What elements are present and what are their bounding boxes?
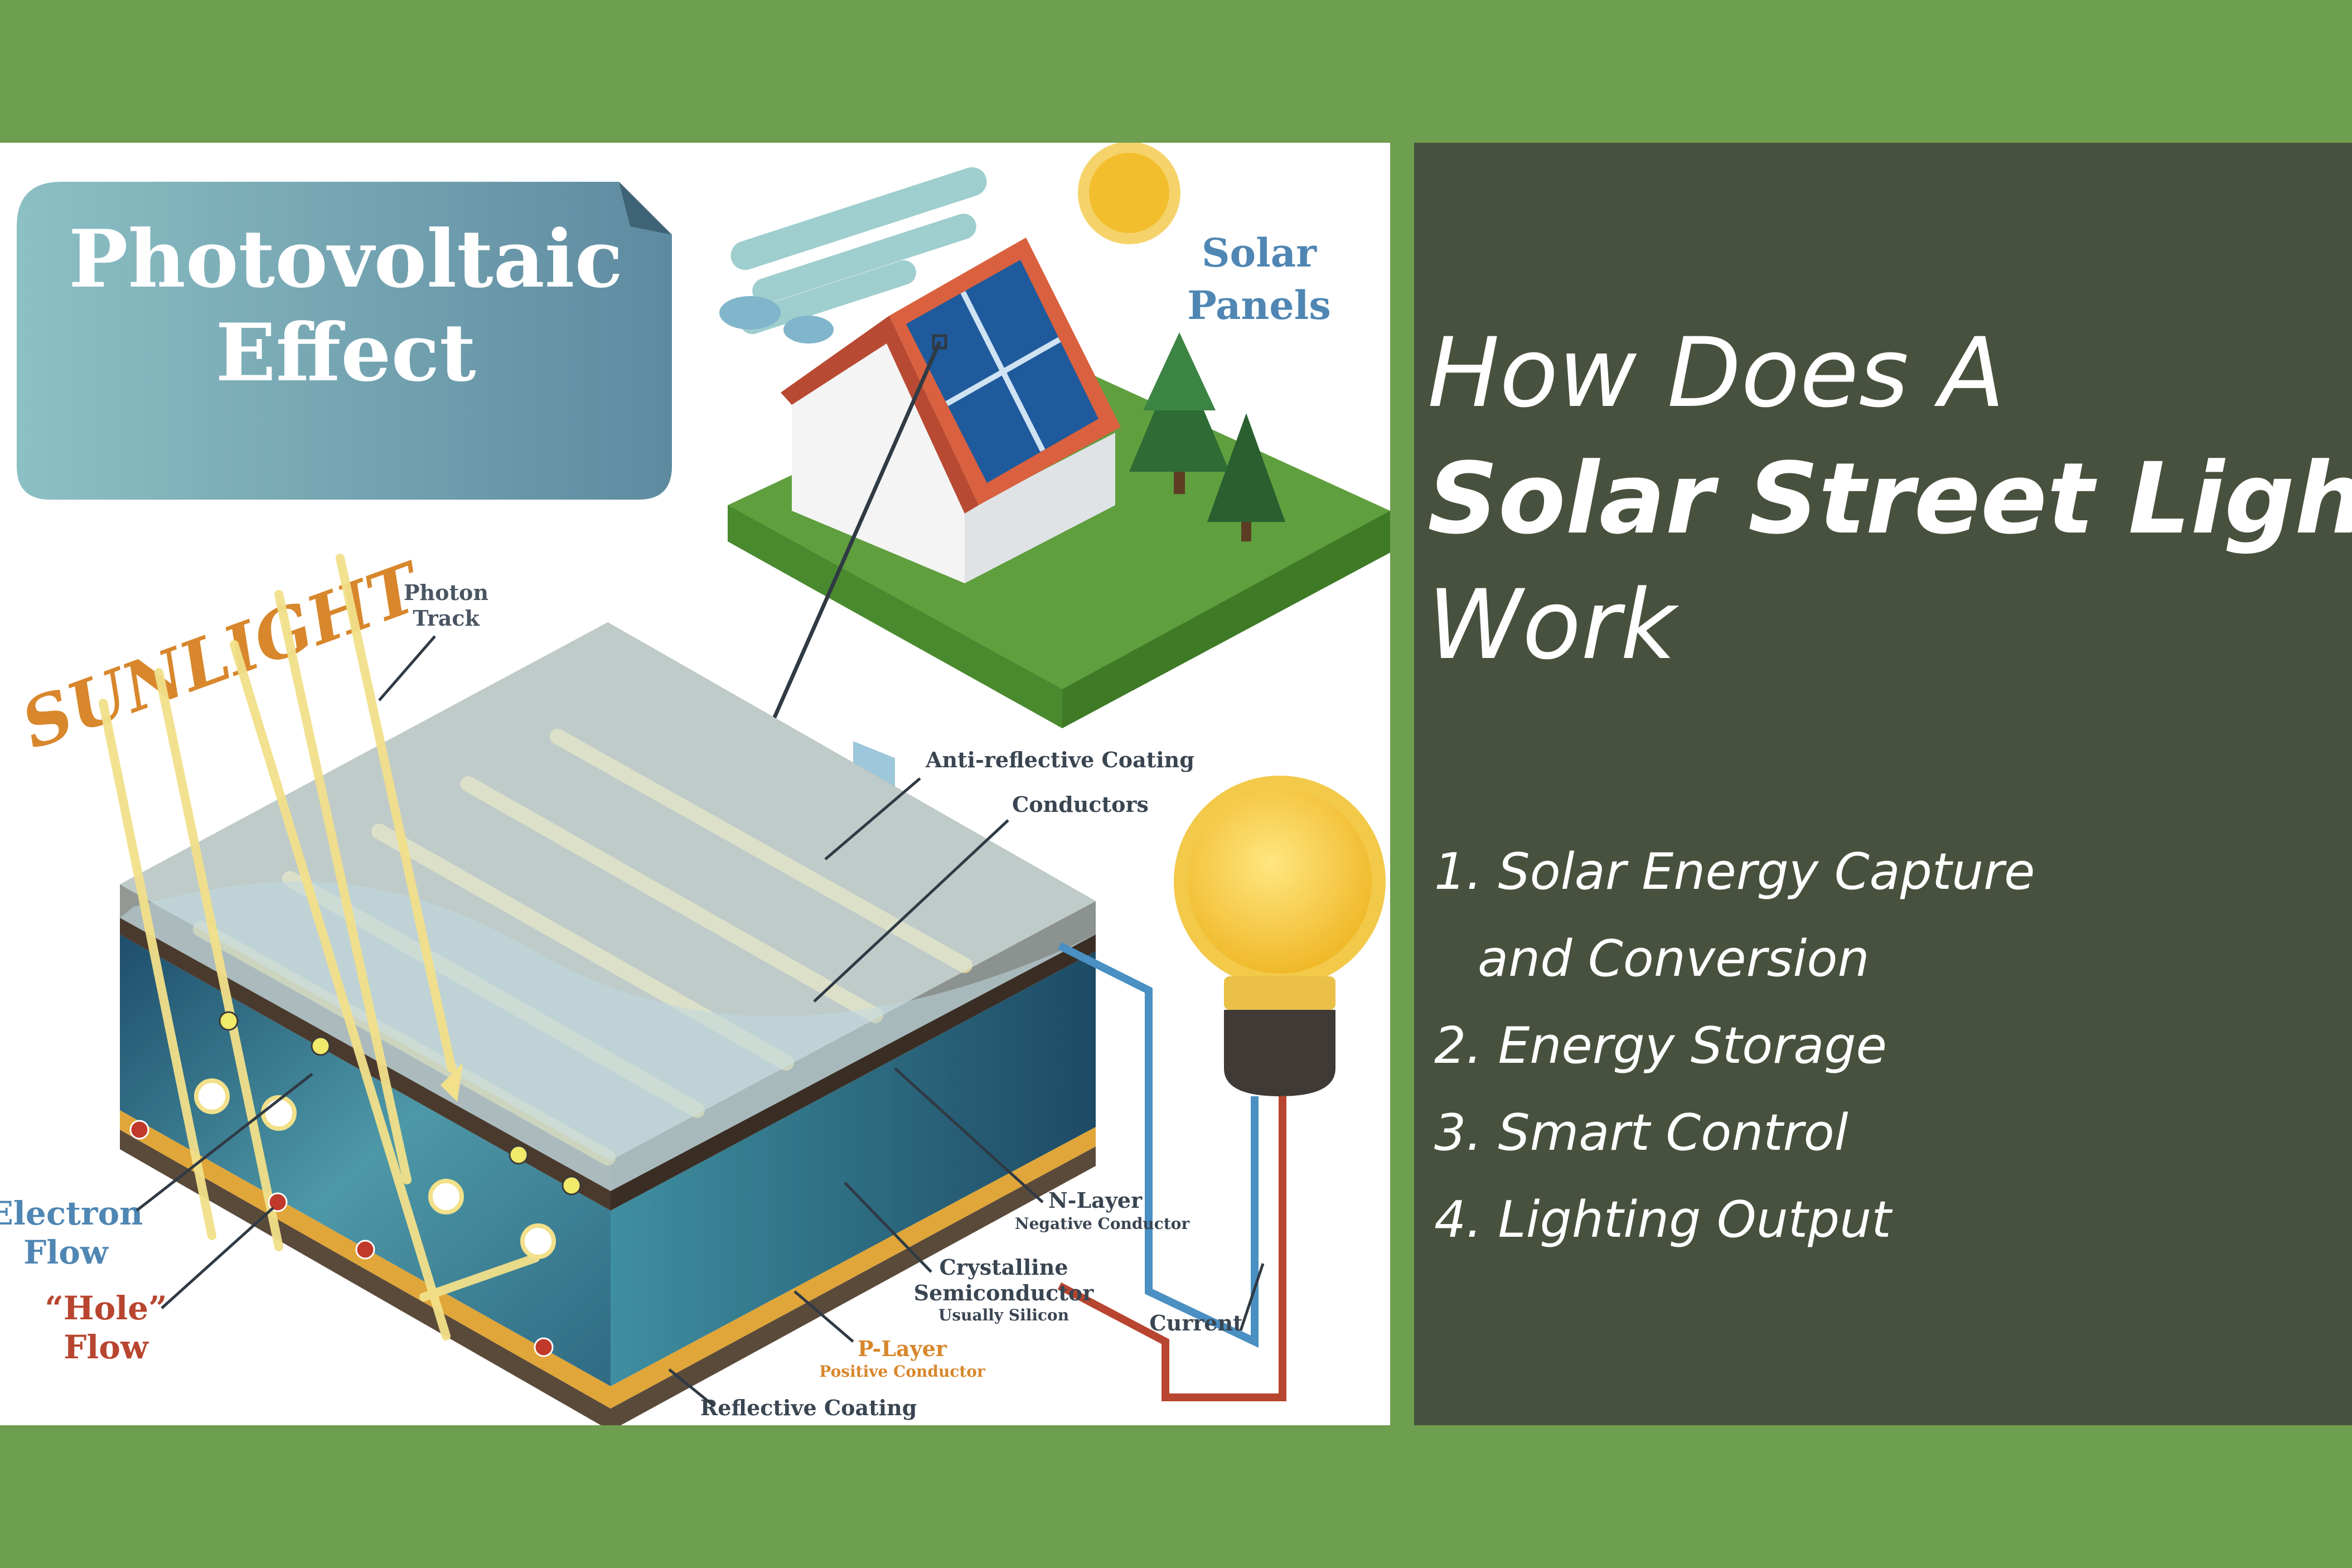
hole-flow-pointer: [161, 1207, 274, 1309]
panel-pointer-marker: [932, 334, 947, 350]
current-pointer: [1239, 1263, 1265, 1331]
info-panel: How Does A Solar Street Light Work 1. So…: [1414, 143, 2352, 1425]
title-badge: Photovoltaic Effect: [17, 182, 672, 500]
solar-panels-label-line2: Panels: [1187, 282, 1331, 328]
hole-flow-label-line1: “Hole”: [45, 1289, 167, 1327]
panel-pointer-line: [759, 341, 942, 749]
hole-icon: [129, 1120, 149, 1140]
top-green-band: [0, 0, 2352, 143]
badge-title-line1: Photovoltaic: [69, 213, 623, 306]
electron-flow-pointer: [135, 1073, 313, 1212]
hole-icon: [355, 1240, 375, 1260]
n-layer-sublabel: Negative Conductor: [1015, 1214, 1190, 1233]
hole-icon: [268, 1192, 288, 1212]
photon-arrowhead: [441, 1063, 463, 1102]
house-icon: [781, 238, 1121, 856]
photon-track-label-line1: Photon: [404, 580, 488, 605]
conductors-label: Conductors: [1012, 792, 1149, 817]
steps-list: 1. Solar Energy Capture and Conversion 2…: [1434, 829, 2338, 1264]
conductors-pointer: [813, 819, 1009, 1003]
solar-cell-block: [120, 622, 1096, 1425]
reflective-coating-label: Reflective Coating: [700, 1395, 917, 1420]
electron-icon: [562, 1175, 582, 1196]
title-line-3: Work: [1427, 569, 1676, 681]
anti-reflective-pointer: [824, 777, 921, 860]
n-layer-pointer: [894, 1067, 1044, 1203]
badge-title-line2: Effect: [215, 307, 476, 399]
electron-flow-label-line1: Electron: [0, 1194, 143, 1232]
list-item: 3. Smart Control: [1434, 1104, 1848, 1162]
charge-markers: [129, 1011, 582, 1357]
list-item-continuation: and Conversion: [1478, 930, 1870, 988]
sun-icon: [1078, 143, 1180, 244]
photon-track-label-line2: Track: [413, 606, 480, 631]
list-item: 2. Energy Storage: [1434, 1017, 1887, 1075]
list-item: 4. Lighting Output: [1434, 1190, 1891, 1249]
hole-icon: [534, 1337, 554, 1357]
circuit-wires: [1057, 942, 1286, 1401]
anti-reflective-label: Anti-reflective Coating: [925, 747, 1194, 772]
title-line-2: Solar Street Light: [1427, 442, 2352, 556]
electron-icon: [219, 1011, 239, 1031]
sunlight-label: SUNLIGHT: [12, 546, 434, 764]
list-item: 1. Solar Energy Capture: [1434, 843, 2035, 901]
solar-panels-label-line1: Solar: [1202, 230, 1317, 276]
photovoltaic-diagram: Photovoltaic Effect Solar Panels: [0, 143, 1390, 1425]
light-bulb-icon: [1174, 776, 1386, 1096]
sunlight-rays: [99, 554, 540, 1340]
crystalline-sublabel: Usually Silicon: [938, 1306, 1069, 1324]
crystalline-label-line1: Crystalline: [939, 1255, 1068, 1280]
current-label: Current: [1149, 1310, 1243, 1335]
hole-flow-label-line2: Flow: [64, 1328, 149, 1366]
photon-track-pointer: [378, 635, 436, 701]
p-layer-label: P-Layer: [858, 1336, 947, 1361]
cloud-icon: [719, 167, 987, 343]
p-layer-sublabel: Positive Conductor: [819, 1362, 986, 1381]
n-layer-label: N-Layer: [1048, 1188, 1143, 1213]
electron-icon: [509, 1145, 529, 1165]
photovoltaic-diagram-panel: Photovoltaic Effect Solar Panels: [0, 143, 1390, 1425]
crystalline-label-line2: Semiconductor: [914, 1280, 1095, 1305]
tree-icon: [1129, 332, 1285, 541]
p-layer-pointer: [793, 1290, 854, 1343]
page-title: How Does A Solar Street Light Work: [1427, 310, 2352, 688]
electron-icon: [311, 1036, 331, 1056]
title-line-1: How Does A: [1427, 317, 2005, 429]
crystalline-pointer: [844, 1182, 932, 1273]
electron-flow-label-line2: Flow: [23, 1233, 109, 1271]
bottom-green-band: [0, 1425, 2352, 1568]
reflective-coating-pointer: [668, 1368, 715, 1407]
